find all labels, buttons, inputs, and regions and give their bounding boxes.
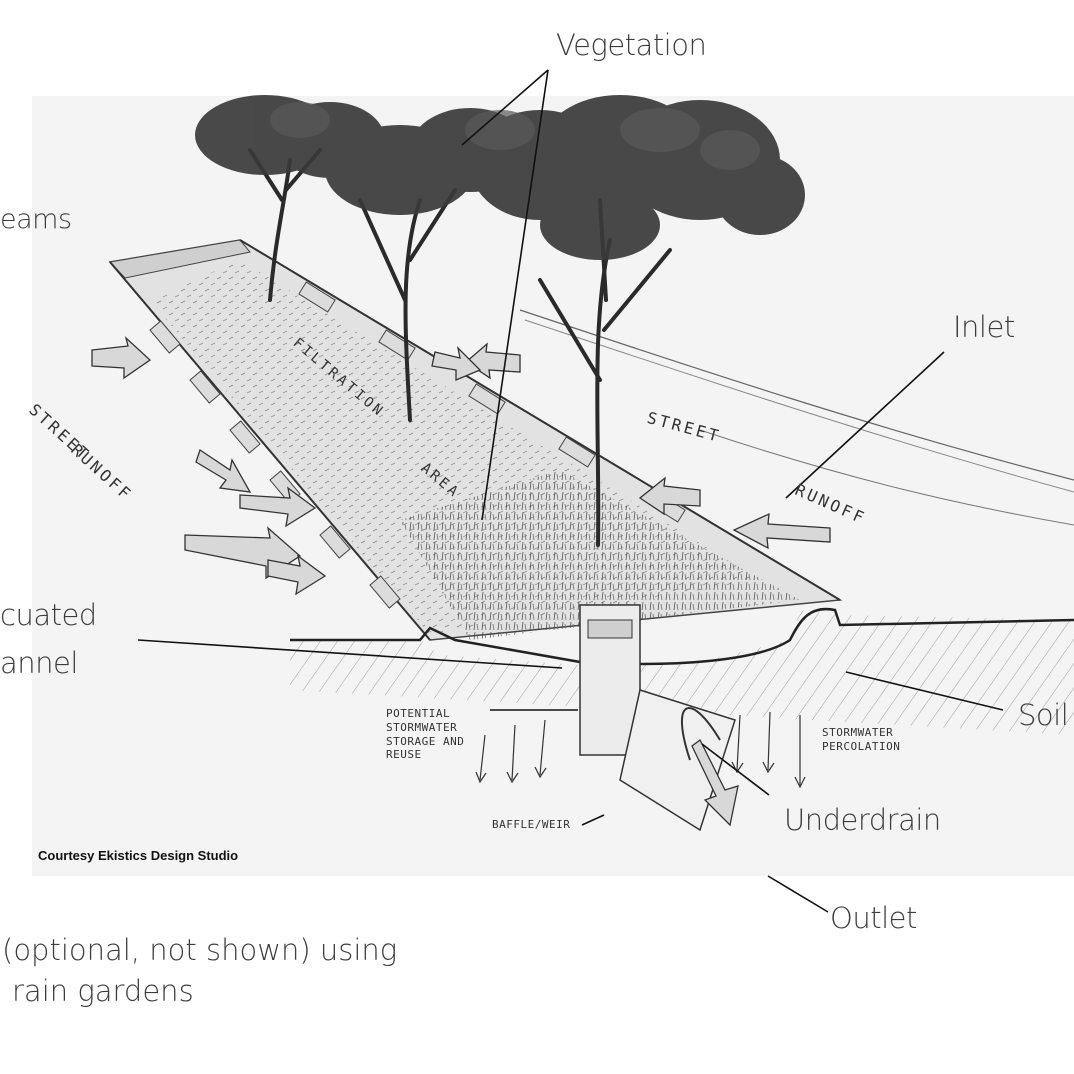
trees [195,95,805,547]
sketch-potential-storage-line: REUSE [386,748,422,762]
street-edge-lines [519,309,1074,526]
label-underdrain: Underdrain [784,803,941,837]
label-excavated-channel-line1: cuated [0,598,97,632]
label-inlet: Inlet [953,310,1015,344]
sketch-baffle-weir: BAFFLE/WEIR [492,818,571,831]
planter-box [108,239,843,641]
sketch-percolation-line: PERCOLATION [822,739,901,753]
label-outlet: Outlet [830,901,917,935]
sketch-potential-storage: POTENTIAL STORMWATER STORAGE AND REUSE [386,707,464,762]
leader-vegetation-2 [481,69,549,521]
sketch-stormwater-percolation: STORMWATER PERCOLATION [822,726,900,754]
runoff-arrows [91,336,831,596]
leader-inlet [785,351,945,499]
leader-underdrain [701,743,770,796]
leader-excavated-channel [137,639,563,669]
label-streams-fragment: eams [0,204,72,235]
sketch-percolation-line: STORMWATER [822,726,894,739]
leader-vegetation-1 [461,69,549,146]
leader-baffle [581,814,605,826]
leader-lines [137,69,1004,913]
image-credit: Courtesy Ekistics Design Studio [38,848,239,863]
label-soil: Soil [1018,698,1069,732]
leader-outlet [767,875,829,913]
caption-line2: rain gardens [12,973,194,1008]
soil-cross-section [290,604,1074,832]
caption-line1: (optional, not shown) using [2,933,398,967]
leader-soil [845,671,1004,711]
sketch-potential-storage-line: STORAGE AND [386,734,465,748]
label-vegetation: Vegetation [556,28,707,62]
caption: (optional, not shown) using rain gardens [0,930,397,1011]
sketch-potential-storage-line: STORMWATER [386,720,458,734]
label-excavated-channel-line2: annel [0,646,78,680]
sketch-potential-storage-line: POTENTIAL [386,707,451,720]
